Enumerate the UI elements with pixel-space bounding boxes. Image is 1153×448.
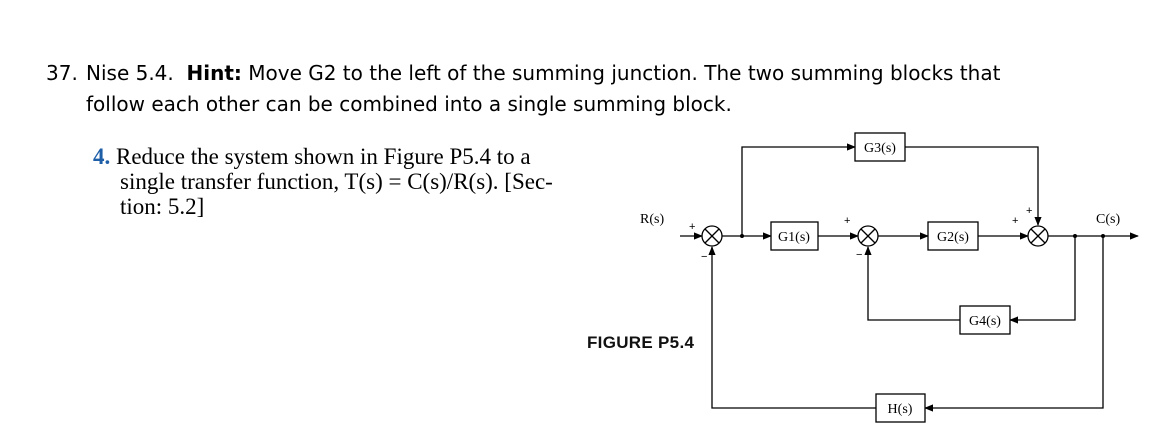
block-h bbox=[875, 393, 926, 423]
g4-output-path bbox=[864, 246, 960, 321]
summing-junction-3 bbox=[1027, 225, 1049, 247]
question-line-1: 37. Nise 5.4. Hint: Move G2 to the left o… bbox=[46, 58, 1106, 89]
problem-line-1: Reduce the system shown in Figure P5.4 t… bbox=[116, 144, 531, 169]
g4-input-path bbox=[1009, 236, 1076, 324]
h-output-path bbox=[708, 246, 876, 409]
question-number: 37. bbox=[46, 61, 78, 85]
question-source: Nise 5.4. bbox=[86, 61, 174, 85]
s2-input-sign: + bbox=[844, 215, 850, 227]
g3-output-path bbox=[905, 146, 1042, 226]
problem-line-3: tion: 5.2] bbox=[120, 194, 205, 219]
takeoff-point-g3 bbox=[740, 234, 744, 238]
hint-line-1: Move G2 to the left of the summing junct… bbox=[248, 61, 1001, 85]
s3-input-sign: + bbox=[1012, 215, 1018, 227]
summing-junction-2 bbox=[857, 225, 879, 247]
hint-line-2: follow each other can be combined into a… bbox=[86, 92, 732, 116]
summing-junction-1 bbox=[701, 225, 723, 247]
h-label: H(s) bbox=[888, 402, 913, 417]
figure-caption: FIGURE P5.4 bbox=[587, 333, 695, 352]
s1-feedback-sign: − bbox=[701, 251, 707, 263]
problem-statement: 4. Reduce the system shown in Figure P5.… bbox=[93, 144, 633, 219]
g2-label: G2(s) bbox=[937, 230, 969, 245]
s3-top-sign: + bbox=[1026, 205, 1032, 217]
g3-label: G3(s) bbox=[864, 141, 896, 156]
block-g2 bbox=[927, 221, 979, 251]
g4-label: G4(s) bbox=[969, 314, 1001, 329]
block-g4 bbox=[959, 305, 1011, 335]
s1-input-sign: + bbox=[689, 221, 695, 233]
h-input-path bbox=[924, 236, 1104, 412]
hint-label: Hint: bbox=[186, 61, 242, 85]
problem-line-2: single transfer function, T(s) = C(s)/R(… bbox=[120, 169, 553, 194]
takeoff-point-h bbox=[1101, 234, 1105, 238]
s2-feedback-sign: − bbox=[856, 249, 862, 261]
output-label: C(s) bbox=[1096, 212, 1120, 227]
block-g3 bbox=[854, 132, 906, 162]
input-label: R(s) bbox=[640, 212, 664, 227]
g3-input-path bbox=[741, 143, 856, 236]
problem-number: 4. bbox=[93, 144, 111, 169]
question-text: 37. Nise 5.4. Hint: Move G2 to the left o… bbox=[46, 58, 1106, 120]
takeoff-point-g4 bbox=[1073, 234, 1077, 238]
block-g1 bbox=[770, 221, 819, 251]
g1-label: G1(s) bbox=[778, 230, 810, 245]
